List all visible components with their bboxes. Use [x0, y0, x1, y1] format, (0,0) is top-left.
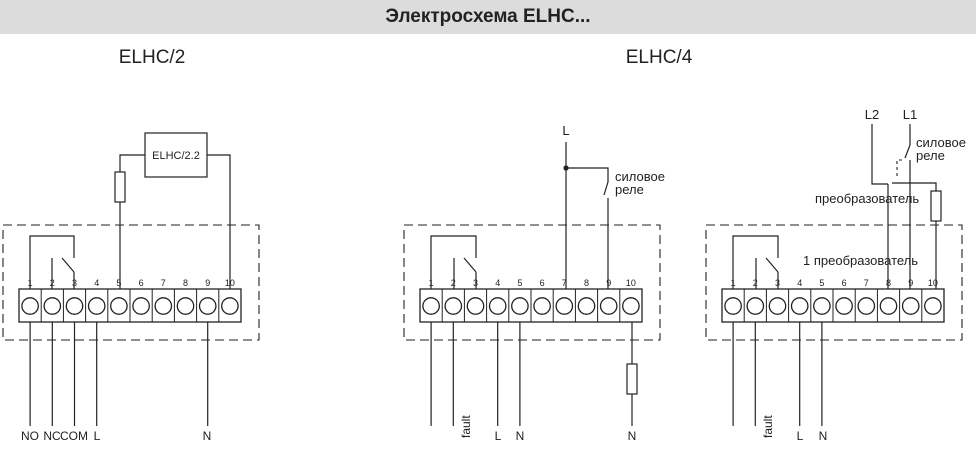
terminal-screw — [466, 297, 485, 315]
terminal-screw — [154, 297, 173, 315]
terminal-number: 10 — [626, 278, 636, 288]
terminal-number: 6 — [842, 278, 847, 288]
terminal-screw — [835, 297, 853, 315]
terminal-screw — [724, 297, 742, 315]
terminal-number: 5 — [819, 278, 824, 288]
terminal-screw — [746, 297, 765, 315]
relay-label-1: силовое — [615, 169, 665, 184]
terminal-number: 1 — [731, 278, 736, 288]
terminal-screw — [43, 297, 62, 315]
terminal-number: 6 — [540, 278, 545, 288]
terminal-screw — [488, 297, 507, 315]
label-n-2: N — [516, 429, 525, 443]
terminal-number: 9 — [205, 278, 210, 288]
terminal-screw — [444, 297, 463, 315]
terminal-screw — [599, 297, 618, 315]
terminal-screw — [768, 297, 787, 315]
relay-label-2-d3: реле — [916, 148, 945, 163]
terminal-number: 8 — [584, 278, 589, 288]
terminal-screw — [857, 297, 876, 315]
terminal-screw — [577, 297, 596, 315]
diagram-1-wiring: ELHC/2.2 — [2, 132, 260, 341]
label-n-2b: N — [628, 429, 637, 443]
terminal-screw — [555, 297, 574, 315]
wiring-diagrams: ELHC/2 ELHC/4 ELHC/2.2 — [2, 47, 966, 443]
converter-numbered-label: 1 преобразователь — [803, 253, 918, 268]
terminal-number: 2 — [451, 278, 456, 288]
terminal-number: 4 — [94, 278, 99, 288]
terminal-number: 9 — [606, 278, 611, 288]
relay-label-1-d3: силовое — [916, 135, 966, 150]
terminal-number: 4 — [797, 278, 802, 288]
label-n-3: N — [819, 429, 828, 443]
supply-l-label: L — [562, 123, 569, 138]
terminal-number: 3 — [473, 278, 478, 288]
diagram-2-heading: ELHC/4 — [626, 47, 693, 68]
terminal-strip-1: 1 2 3 4 5 6 7 8 9 10 — [18, 278, 242, 426]
terminal-number: 3 — [72, 278, 77, 288]
terminal-number: 5 — [116, 278, 121, 288]
terminal-screw — [87, 297, 106, 315]
page-title: Электросхема ELHC... — [385, 6, 591, 27]
terminal-number: 1 — [429, 278, 434, 288]
supply-l2-label: L2 — [865, 107, 879, 122]
fuse-1 — [114, 171, 126, 203]
terminal-screw — [790, 297, 809, 315]
terminal-screw — [198, 297, 217, 315]
terminal-number: 1 — [28, 278, 33, 288]
terminal-screw — [65, 297, 84, 315]
diagram-2-wiring — [403, 142, 661, 426]
terminal-number: 7 — [864, 278, 869, 288]
terminal-screw — [21, 297, 39, 315]
terminal-strip-3: 1 2 3 4 5 6 7 8 9 10 — [721, 278, 945, 426]
terminal-number: 10 — [928, 278, 938, 288]
terminal-number: 2 — [50, 278, 55, 288]
terminal-number: 8 — [183, 278, 188, 288]
fuse-2 — [626, 363, 638, 395]
label-l: L — [94, 429, 101, 443]
terminal-screw — [511, 297, 529, 315]
diagram-1-heading: ELHC/2 — [119, 47, 186, 68]
terminal-number: 9 — [908, 278, 913, 288]
label-l-3: L — [797, 429, 804, 443]
relay-label-2: реле — [615, 182, 644, 197]
diagram-3-wiring — [705, 124, 963, 341]
terminal-screw — [110, 297, 128, 315]
terminal-number: 2 — [753, 278, 758, 288]
terminal-number: 10 — [225, 278, 235, 288]
terminal-blocks: 1 2 3 4 5 6 7 8 9 10 1 2 3 4 5 6 7 8 9 10 1 2 3 4 5 6 7 8 9 10 — [18, 278, 945, 426]
terminal-number: 3 — [775, 278, 780, 288]
label-no: NO — [21, 429, 39, 443]
supply-l1-label: L1 — [903, 107, 917, 122]
terminal-number: 8 — [886, 278, 891, 288]
title-bar: Электросхема ELHC... — [0, 0, 976, 34]
terminal-screw — [422, 297, 440, 315]
terminal-screw — [924, 297, 942, 315]
label-n: N — [203, 429, 212, 443]
label-l-2: L — [495, 429, 502, 443]
terminal-number: 7 — [161, 278, 166, 288]
terminal-screw — [622, 297, 640, 315]
terminal-strip-2: 1 2 3 4 5 6 7 8 9 10 — [419, 278, 643, 426]
converter-label: преобразователь — [815, 191, 919, 206]
label-fault-2: fault — [459, 415, 473, 438]
terminal-number: 5 — [517, 278, 522, 288]
fuse-3 — [930, 190, 942, 222]
module-label: ELHC/2.2 — [152, 150, 200, 162]
label-com: COM — [60, 429, 88, 443]
label-nc: NC — [43, 429, 61, 443]
terminal-screw — [533, 297, 551, 315]
terminal-number: 6 — [139, 278, 144, 288]
terminal-screw — [901, 297, 920, 315]
terminal-number: 7 — [562, 278, 567, 288]
terminal-screw — [813, 297, 831, 315]
label-fault-3: fault — [761, 415, 775, 438]
terminal-screw — [221, 297, 239, 315]
terminal-screw — [176, 297, 195, 315]
terminal-screw — [132, 297, 150, 315]
terminal-number: 4 — [495, 278, 500, 288]
terminal-screw — [879, 297, 898, 315]
